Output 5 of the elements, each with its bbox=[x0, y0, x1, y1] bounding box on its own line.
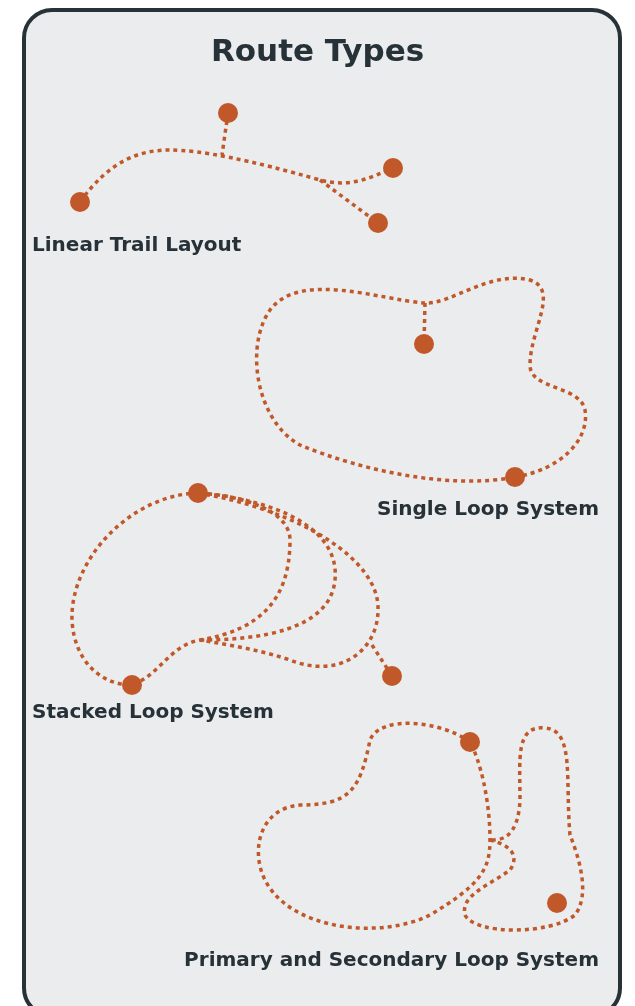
route-caption: Linear Trail Layout bbox=[32, 232, 242, 256]
title: Route Types bbox=[210, 32, 425, 68]
route-caption: Primary and Secondary Loop System bbox=[184, 947, 599, 971]
route-caption: Stacked Loop System bbox=[32, 699, 274, 723]
route-caption: Single Loop System bbox=[377, 496, 599, 520]
